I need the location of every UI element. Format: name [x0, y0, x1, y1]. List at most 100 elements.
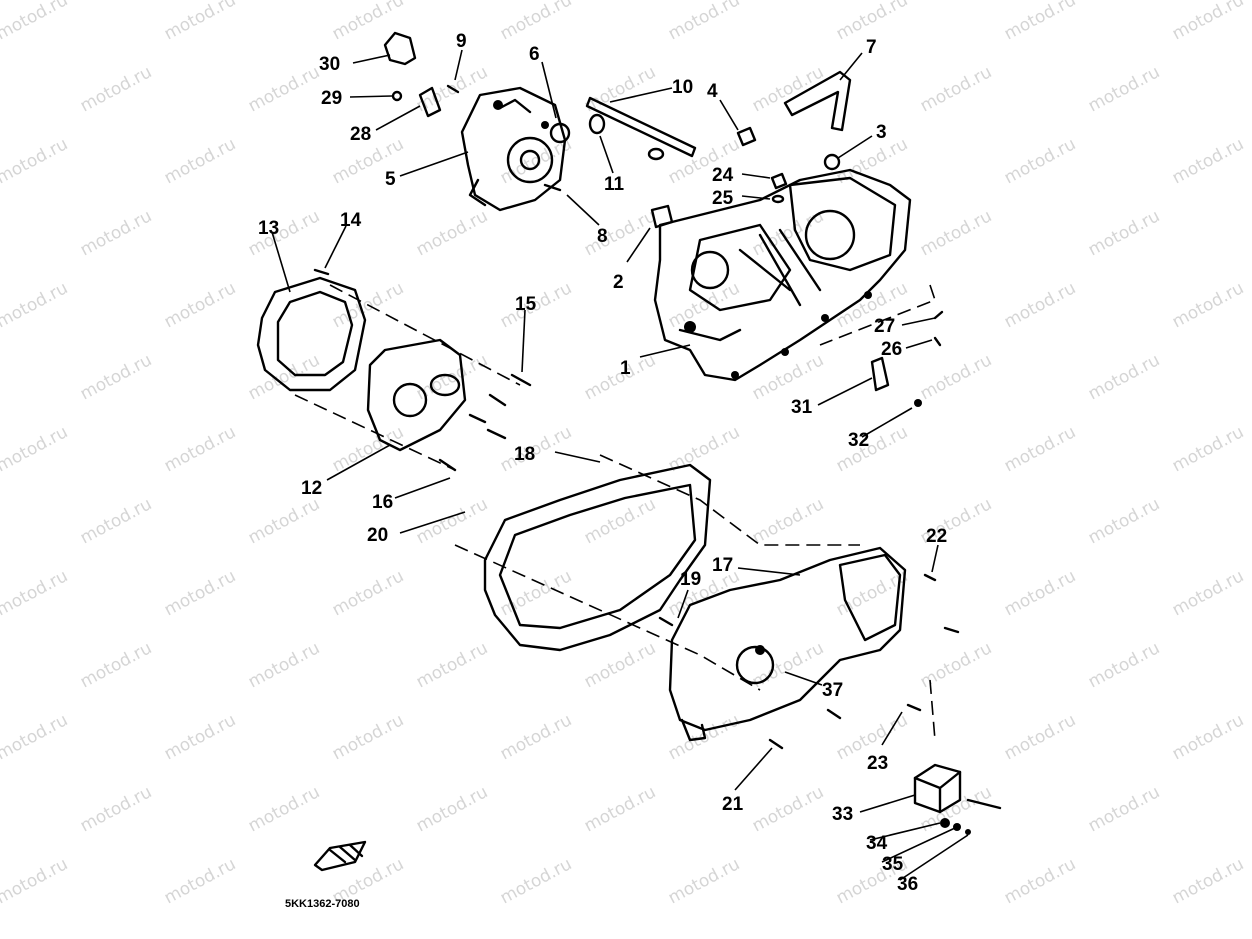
callout-14: 14 [340, 210, 362, 231]
watermark-text: motod.ru [1085, 638, 1163, 692]
cap-part [383, 31, 417, 66]
hose-part [783, 70, 852, 132]
watermark-text: motod.ru [1085, 62, 1163, 116]
watermark-text: motod.ru [1001, 710, 1079, 764]
watermark-text: motod.ru [329, 566, 407, 620]
case-half-part [460, 86, 567, 212]
bush-part [650, 204, 674, 229]
callout-15: 15 [515, 294, 537, 315]
watermark-text: motod.ru [665, 0, 743, 44]
screw-29-part [391, 90, 403, 102]
logo-mark [313, 840, 367, 872]
bolt-9-part [446, 84, 460, 94]
callout-17: 17 [712, 555, 733, 576]
bracket-part [418, 86, 442, 118]
callout-28: 28 [350, 124, 371, 145]
watermark-text: motod.ru [749, 782, 827, 836]
callout-9: 9 [456, 31, 467, 52]
watermark-text: motod.ru [1169, 278, 1247, 332]
callout-24: 24 [712, 165, 734, 186]
callout-6: 6 [529, 44, 540, 65]
watermark-text: motod.ru [161, 278, 239, 332]
watermark-text: motod.ru [245, 206, 323, 260]
watermark-text: motod.ru [0, 566, 71, 620]
parts-drawing [256, 31, 1002, 872]
watermark-text: motod.ru [77, 494, 155, 548]
callout-30: 30 [319, 54, 340, 75]
pin-14-part [313, 268, 330, 276]
callout-12: 12 [301, 478, 322, 499]
watermark-text: motod.ru [0, 134, 71, 188]
callout-25: 25 [712, 188, 734, 209]
watermark-text: motod.ru [917, 638, 995, 692]
watermark-text: motod.ru [581, 638, 659, 692]
watermark-text: motod.ru [0, 422, 71, 476]
callout-27: 27 [874, 316, 895, 337]
callout-29: 29 [321, 88, 342, 109]
watermark-text: motod.ru [749, 350, 827, 404]
watermark-text: motod.ru [161, 0, 239, 44]
watermark-text: motod.ru [749, 206, 827, 260]
watermark-text: motod.ru [161, 134, 239, 188]
callout-labels: 1 2 3 4 5 6 7 8 9 10 11 12 13 14 15 16 1… [258, 31, 947, 910]
watermark-text: motod.ru [581, 782, 659, 836]
watermark-text: motod.ru [497, 422, 575, 476]
watermark-text: motod.ru [917, 206, 995, 260]
plug-part [736, 126, 757, 147]
bracket-31-part [870, 356, 890, 392]
watermark-text: motod.ru [329, 0, 407, 44]
watermark-text: motod.ru [1169, 710, 1247, 764]
watermark-text: motod.ru [77, 62, 155, 116]
crankcase-cover-part [668, 546, 907, 742]
diagram-code: 5KK1362-7080 [285, 898, 360, 910]
watermark-text: motod.ru [245, 638, 323, 692]
callout-37: 37 [822, 680, 843, 701]
watermark-text: motod.ru [497, 710, 575, 764]
watermark-text: motod.ru [1001, 278, 1079, 332]
gasket-18-part [483, 463, 712, 652]
watermark-text: motod.ru [413, 494, 491, 548]
watermark-text: motod.ru [161, 710, 239, 764]
callout-11: 11 [604, 174, 625, 195]
watermark-text: motod.ru [749, 494, 827, 548]
watermark-text: motod.ru [413, 782, 491, 836]
callout-1: 1 [620, 358, 631, 379]
watermark-text: motod.ru [413, 638, 491, 692]
watermark-text: motod.ru [329, 422, 407, 476]
callout-3: 3 [876, 122, 887, 143]
watermark-text: motod.ru [0, 710, 71, 764]
watermark-text: motod.ru [917, 350, 995, 404]
watermark-text: motod.ru [1169, 854, 1247, 908]
callout-31: 31 [791, 397, 813, 418]
dowel-part [823, 153, 841, 171]
watermark-text: motod.ru [1169, 422, 1247, 476]
watermark-text: motod.ru [497, 854, 575, 908]
cover-plate-part [366, 338, 467, 452]
watermark-text: motod.ru [77, 782, 155, 836]
watermark-text: motod.ru [0, 278, 71, 332]
watermark-text: motod.ru [161, 854, 239, 908]
watermark-text: motod.ru [329, 710, 407, 764]
leader-lines [271, 49, 969, 881]
watermark-text: motod.ru [245, 350, 323, 404]
callout-20: 20 [367, 525, 388, 546]
callout-10: 10 [672, 77, 693, 98]
watermark-text: motod.ru [917, 62, 995, 116]
washer-part [588, 113, 606, 135]
watermark-text: motod.ru [1001, 566, 1079, 620]
callout-18: 18 [514, 444, 535, 465]
watermark-text: motod.ru [1085, 350, 1163, 404]
callout-23: 23 [867, 753, 888, 774]
watermark-text: motod.ru [0, 854, 71, 908]
o-ring-part [771, 194, 785, 204]
watermark-text: motod.ru [245, 782, 323, 836]
bolt-8-part [543, 183, 562, 192]
seal-part [549, 122, 571, 144]
watermark-text: motod.ru [1085, 206, 1163, 260]
watermark-text: motod.ru [245, 494, 323, 548]
watermark-text: motod.ru [581, 494, 659, 548]
watermark-text: motod.ru [161, 566, 239, 620]
watermark-text: motod.ru [161, 422, 239, 476]
watermark-text: motod.ru [1085, 782, 1163, 836]
callout-21: 21 [722, 794, 744, 815]
